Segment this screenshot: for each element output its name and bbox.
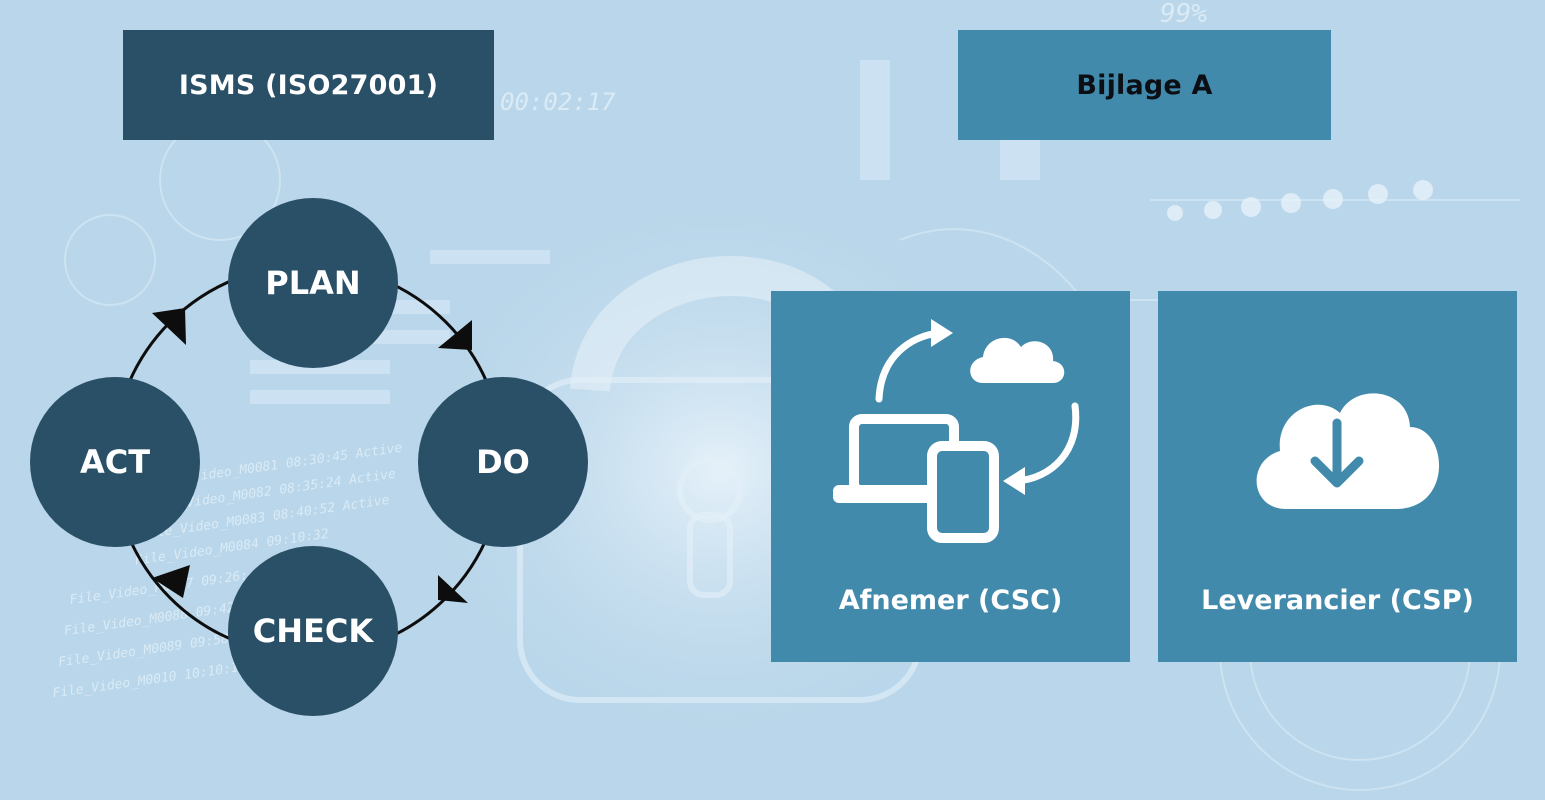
provider-card-label: Leverancier (CSP): [1201, 585, 1474, 616]
provider-card: Leverancier (CSP): [1158, 291, 1517, 662]
bg-timer-text: 00:02:17: [500, 88, 616, 116]
do-node: DO: [418, 377, 588, 547]
laptop-base: [833, 485, 943, 503]
plan-node: PLAN: [228, 198, 398, 368]
check-node: CHECK: [228, 546, 398, 716]
phone-icon: [927, 441, 999, 543]
cloud-icon: [970, 337, 1065, 383]
customer-card: Afnemer (CSC): [771, 291, 1130, 662]
arrowhead-icon: [152, 308, 186, 345]
isms-banner: ISMS (ISO27001): [123, 30, 494, 140]
customer-card-label: Afnemer (CSC): [838, 585, 1063, 616]
bg-percent-text: 99%: [1160, 0, 1207, 29]
do-label: DO: [476, 443, 530, 481]
pdca-cycle: PLAN DO CHECK ACT: [0, 180, 620, 740]
plan-label: PLAN: [265, 264, 361, 302]
act-label: ACT: [79, 443, 151, 481]
check-label: CHECK: [252, 612, 374, 650]
arrowhead-icon: [152, 565, 190, 598]
arrowhead-icon: [438, 320, 472, 350]
cloud-download-icon: [1256, 393, 1440, 509]
annex-a-banner: Bijlage A: [958, 30, 1331, 140]
arrowhead-icon: [438, 575, 468, 603]
act-node: ACT: [30, 377, 200, 547]
devices-sync-icon: [833, 319, 1080, 543]
